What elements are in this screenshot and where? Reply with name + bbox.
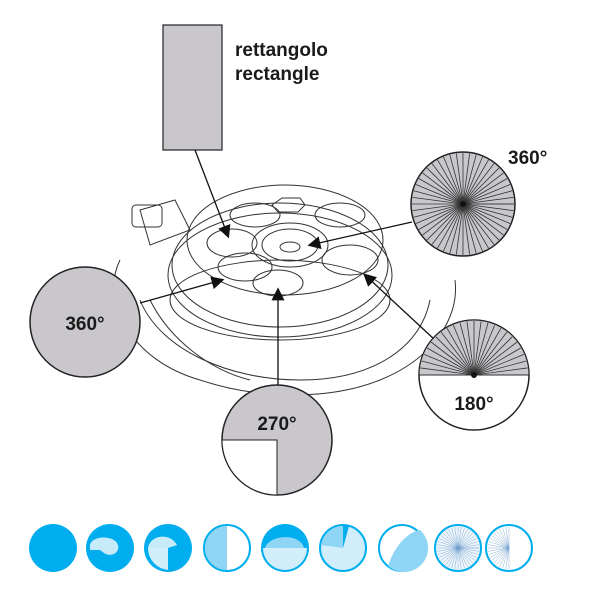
spray-icon-mist-half xyxy=(485,524,533,572)
spray-icon-fan xyxy=(261,524,309,572)
spray-icon-mist-full xyxy=(434,524,482,572)
pattern-360-top-label: 360° xyxy=(508,148,547,169)
rectangle-pattern-swatch xyxy=(162,24,223,151)
spray-icon-half xyxy=(203,524,251,572)
sprinkler-body xyxy=(113,184,457,396)
rectangle-label-en: rectangle xyxy=(235,64,319,85)
spray-icon-stream xyxy=(378,524,429,573)
pattern-180-label: 180° xyxy=(454,394,493,415)
spray-icon-shower xyxy=(86,524,134,572)
pattern-270-three-quarter xyxy=(221,384,333,496)
pattern-360-full xyxy=(29,266,141,378)
pattern-360-left-label: 360° xyxy=(65,314,104,335)
pattern-180-half xyxy=(418,319,530,431)
pattern-270-label: 270° xyxy=(257,414,296,435)
spray-icon-corner xyxy=(319,524,367,572)
pattern-360-rays xyxy=(410,151,516,257)
spray-icon-full xyxy=(29,524,77,572)
rectangle-label-it: rettangolo xyxy=(235,40,328,61)
pointer-arrows xyxy=(139,149,436,385)
spray-icon-quarter-jet xyxy=(144,524,192,572)
spray-icons-row xyxy=(29,524,533,573)
